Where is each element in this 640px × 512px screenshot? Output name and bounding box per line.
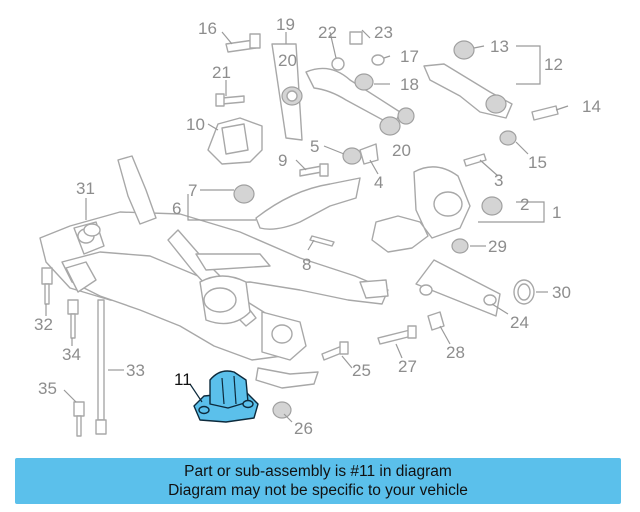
lower-right-parts [272, 259, 535, 419]
callout-13: 13 [490, 37, 509, 56]
upper-arms [271, 31, 559, 146]
callout-6: 6 [172, 199, 181, 218]
callout-3: 3 [494, 171, 503, 190]
part-11-mount [193, 370, 259, 423]
callout-30: 30 [552, 283, 571, 302]
knuckle [371, 153, 503, 254]
callout-10: 10 [186, 115, 205, 134]
callout-20b: 20 [392, 141, 411, 160]
parts-diagram: 1 2 3 4 5 6 7 8 9 10 11 12 13 14 15 16 1… [34, 15, 601, 438]
callout-31: 31 [76, 179, 95, 198]
callout-35: 35 [38, 379, 57, 398]
callout-14: 14 [582, 97, 601, 116]
callout-32: 32 [34, 315, 53, 334]
callout-5: 5 [310, 137, 319, 156]
callout-29: 29 [488, 237, 507, 256]
callout-34: 34 [62, 345, 81, 364]
callout-17: 17 [400, 47, 419, 66]
callout-23: 23 [374, 23, 393, 42]
callout-16: 16 [198, 19, 217, 38]
callout-2: 2 [520, 195, 529, 214]
callout-labels: 1 2 3 4 5 6 7 8 9 10 11 12 13 14 15 16 1… [34, 15, 601, 438]
callout-26: 26 [294, 419, 313, 438]
hardware-left-column [41, 223, 107, 437]
callout-21: 21 [212, 63, 231, 82]
hardware-left [207, 33, 379, 247]
callout-12: 12 [544, 55, 563, 74]
banner-line-1: Part or sub-assembly is #11 in diagram [184, 463, 452, 480]
callout-27: 27 [398, 357, 417, 376]
callout-9: 9 [278, 151, 287, 170]
banner-line-2: Diagram may not be specific to your vehi… [168, 482, 468, 499]
callout-11: 11 [174, 370, 192, 389]
callout-20a: 20 [278, 51, 297, 70]
callout-19: 19 [276, 15, 295, 34]
callout-25: 25 [352, 361, 371, 380]
callout-8: 8 [302, 255, 311, 274]
callout-18: 18 [400, 75, 419, 94]
leader-lines [45, 29, 569, 423]
callout-22: 22 [318, 23, 337, 42]
callout-28: 28 [446, 343, 465, 362]
callout-7: 7 [188, 181, 197, 200]
callout-4: 4 [374, 173, 383, 192]
callout-15: 15 [528, 153, 547, 172]
callout-33: 33 [126, 361, 145, 380]
callout-1: 1 [552, 203, 561, 222]
callout-24: 24 [510, 313, 529, 332]
info-banner: Part or sub-assembly is #11 in diagram D… [15, 458, 621, 504]
